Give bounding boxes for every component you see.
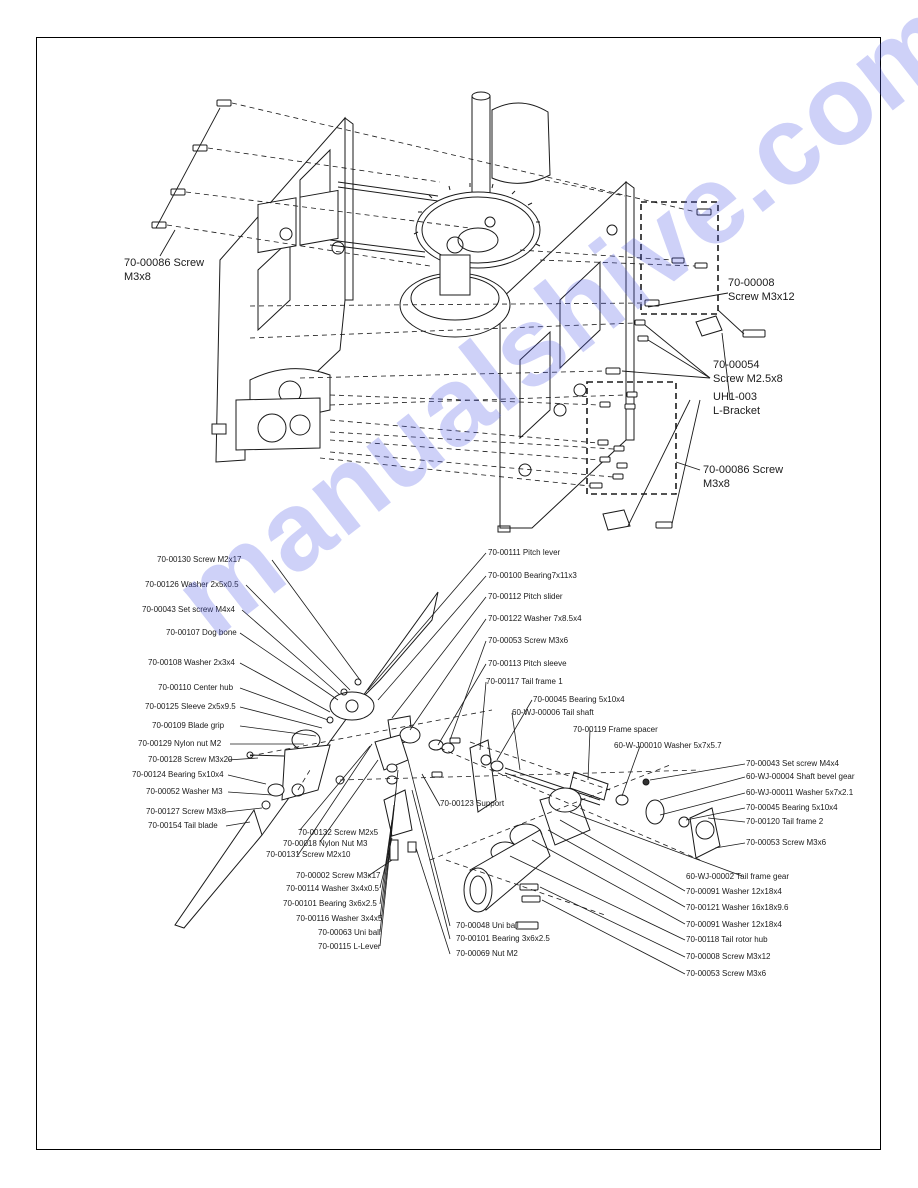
callout-washer-2x3x4: 70-00108 Washer 2x3x4 [148, 658, 235, 667]
label-screw-m25x8: 70-00054 Screw M2.5x8 [713, 358, 783, 386]
callout-tail-shaft: 60-WJ-00006 Tail shaft [512, 708, 594, 717]
callout-frame-spacer: 70-00119 Frame spacer [573, 725, 658, 734]
bottom-leader-lines [225, 552, 746, 975]
callout-blade-grip: 70-00109 Blade grip [152, 721, 225, 730]
callout-tail-frame-2: 70-00120 Tail frame 2 [746, 817, 824, 826]
callout-tail-blade: 70-00154 Tail blade [148, 821, 218, 830]
callout-washer-7x8-5x4: 70-00122 Washer 7x8.5x4 [488, 614, 582, 623]
label-l-bracket: UH1-003 L-Bracket [713, 390, 760, 418]
callout-set-screw-m4x4: 70-00043 Set screw M4x4 [142, 605, 235, 614]
callout-screw-m2x17: 70-00130 Screw M2x17 [157, 555, 242, 564]
callout-pitch-sleeve: 70-00113 Pitch sleeve [488, 659, 567, 668]
callout-pitch-lever: 70-00111 Pitch lever [488, 548, 561, 557]
label-line: M3x8 [124, 271, 151, 283]
callout-washer-2x5x0-5: 70-00126 Washer 2x5x0.5 [145, 580, 239, 589]
top-leader-lines [155, 107, 745, 527]
top-screws [151, 99, 766, 531]
label-line: UH1-003 [713, 391, 758, 403]
callout-support: 70-00123 Support [440, 799, 505, 808]
callout-shaft-bevel-gear: 60-WJ-00004 Shaft bevel gear [746, 772, 855, 781]
label-line: 70-00086 Screw [703, 464, 784, 476]
callout-screw-m3x20: 70-00128 Screw M3x20 [148, 755, 233, 764]
callout-bearing-5x10x4-a: 70-00045 Bearing 5x10x4 [533, 695, 625, 704]
label-line: Screw M2.5x8 [713, 373, 783, 385]
callout-pitch-slider: 70-00112 Pitch slider [488, 592, 563, 601]
callout-tail-frame-gear: 60-WJ-00002 Tail frame gear [686, 872, 790, 881]
callout-screw-m3x17: 70-00002 Screw M3x17 [296, 871, 381, 880]
callout-set-screw-m4x4-b: 70-00043 Set screw M4x4 [746, 759, 839, 768]
label-line: M3x8 [703, 478, 730, 490]
callout-washer-m3: 70-00052 Washer M3 [146, 787, 223, 796]
callout-washer-5x7x2-1: 60-WJ-00011 Washer 5x7x2.1 [746, 788, 854, 797]
callout-screw-m3x8: 70-00127 Screw M3x8 [146, 807, 227, 816]
page-border [36, 37, 881, 1150]
callout-washer-16x18x9-6: 70-00121 Washer 16x18x9.6 [686, 903, 789, 912]
label-screw-m3x8-right: 70-00086 Screw M3x8 [703, 463, 783, 491]
label-line: 70-00086 Screw [124, 257, 205, 269]
callout-dog-bone: 70-00107 Dog bone [166, 628, 237, 637]
callout-screw-m3x6-b: 70-00053 Screw M3x6 [746, 838, 827, 847]
callout-washer-12x18x4-b: 70-00091 Washer 12x18x4 [686, 920, 782, 929]
label-line: L-Bracket [713, 405, 761, 417]
callout-center-hub: 70-00110 Center hub [158, 683, 234, 692]
callout-screw-m3x12: 70-00008 Screw M3x12 [686, 952, 771, 961]
callout-nylon-nut-m3: 70-00018 Nylon Nut M3 [283, 839, 368, 848]
top-dashed-guides [166, 102, 697, 487]
callout-screw-m2x10: 70-00131 Screw M2x10 [266, 850, 351, 859]
label-line: 70-00008 [728, 277, 775, 289]
callout-washer-3x4x5: 70-00116 Washer 3x4x5 [296, 914, 383, 923]
callout-nylon-nut-m2: 70-00129 Nylon nut M2 [138, 739, 222, 748]
label-line: 70-00054 [713, 359, 760, 371]
callout-sleeve: 70-00125 Sleeve 2x5x9.5 [145, 702, 236, 711]
callout-screw-m3x6-c: 70-00053 Screw M3x6 [686, 969, 767, 978]
label-line: Screw M3x12 [728, 291, 795, 303]
callout-uni-ball-a: 70-00063 Uni ball [318, 928, 381, 937]
callout-washer-3x4x0-5: 70-00114 Washer 3x4x0.5 [286, 884, 379, 893]
callout-bearing-5x10x4-b: 70-00045 Bearing 5x10x4 [746, 803, 838, 812]
callout-bearing-5x10x4: 70-00124 Bearing 5x10x4 [132, 770, 224, 779]
callout-bearing-3x6x2-5-a: 70-00101 Bearing 3x6x2.5 [283, 899, 377, 908]
label-screw-m3x8-left: 70-00086 Screw M3x8 [124, 256, 204, 284]
callout-bearing-3x6x2-5-b: 70-00101 Bearing 3x6x2.5 [456, 934, 550, 943]
callout-l-lever: 70-00115 L-Lever [318, 942, 381, 951]
callout-nut-m2: 70-00069 Nut M2 [456, 949, 518, 958]
callout-bearing-7x11x3: 70-00100 Bearing7x11x3 [488, 571, 577, 580]
label-screw-m3x12: 70-00008 Screw M3x12 [728, 276, 795, 304]
callout-washer-12x18x4-a: 70-00091 Washer 12x18x4 [686, 887, 782, 896]
callout-screw-m2x5: 70-00132 Screw M2x5 [298, 828, 379, 837]
callout-washer-5x7x5-7: 60-W-J00010 Washer 5x7x5.7 [614, 741, 722, 750]
tail-rotor-assembly [174, 591, 721, 930]
upper-frame-assembly [211, 91, 635, 533]
callout-uni-ball-b: 70-00048 Uni ball [456, 921, 519, 930]
callout-tail-frame-1: 70-00117 Tail frame 1 [486, 677, 563, 686]
callout-screw-m3x6-a: 70-00053 Screw M3x6 [488, 636, 569, 645]
bottom-dashed-guides [249, 709, 701, 916]
callout-tail-rotor-hub: 70-00118 Tail rotor hub [686, 935, 768, 944]
